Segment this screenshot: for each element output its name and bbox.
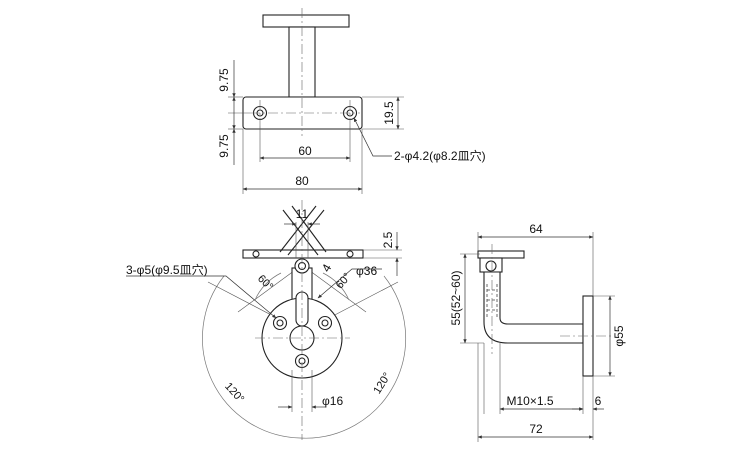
dim-phi-55: φ55: [612, 325, 626, 346]
dim-phi-36: φ36: [356, 264, 377, 278]
angle-60-left: 60°: [255, 273, 275, 293]
dim-11: 11: [296, 207, 309, 221]
dim-80: 80: [295, 174, 309, 188]
top-view: 9.75 9.75 19.5 60 80 2-φ4.2(φ8.2皿穴): [217, 8, 486, 194]
side-arm: [483, 271, 584, 344]
dim-4: 4: [319, 261, 335, 274]
dim-55-52-60: 55(52~60): [449, 270, 463, 325]
dim-64: 64: [529, 222, 543, 236]
front-angle-arc-left: [202, 275, 301, 439]
angle-120-right: 120°: [371, 371, 393, 397]
front-hole-note: 3-φ5(φ9.5皿穴): [126, 262, 208, 277]
top-view-rail-plate: [262, 14, 350, 28]
dim-phi-16: φ16: [322, 394, 343, 408]
front-view: 11 2.5 4 60° 60° φ36 3-φ5(φ9.5皿穴) φ16 12…: [126, 200, 407, 440]
front-hole-left: [272, 315, 288, 331]
dim-m10: M10×1.5: [506, 394, 553, 408]
dim-9-75-lower: 9.75: [217, 134, 231, 158]
dim-72: 72: [529, 422, 543, 436]
front-rail-plate: [242, 249, 364, 259]
top-hole-note: 2-φ4.2(φ8.2皿穴): [394, 148, 486, 163]
dim-19-5: 19.5: [382, 101, 396, 125]
side-view: 64 55(52~60) φ55 M10×1.5 6 72: [449, 222, 626, 442]
angle-60-right: 60°: [334, 271, 354, 291]
side-rail-plate: [477, 250, 525, 259]
dim-60: 60: [298, 144, 312, 158]
dim-6: 6: [595, 394, 602, 408]
angle-120-left: 120°: [222, 381, 246, 406]
front-angle-arc-right: [299, 275, 407, 439]
dim-2-5: 2.5: [381, 231, 395, 248]
dim-9-75-upper: 9.75: [217, 68, 231, 92]
front-hole-right: [317, 315, 333, 331]
